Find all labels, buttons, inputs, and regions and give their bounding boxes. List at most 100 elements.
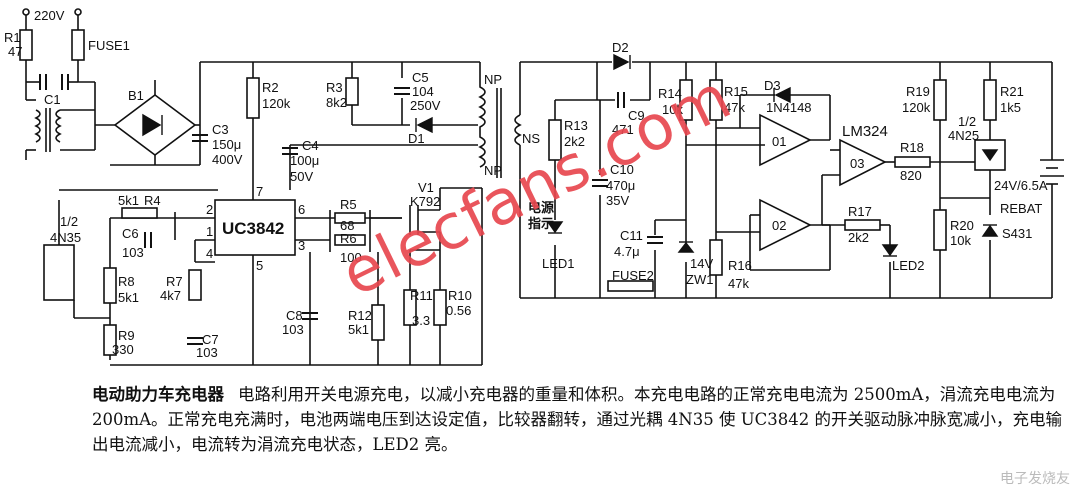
svg-text:14V: 14V <box>690 256 713 271</box>
svg-text:FUSE2: FUSE2 <box>612 268 654 283</box>
bridge-diode <box>142 113 162 137</box>
svg-text:R18: R18 <box>900 140 924 155</box>
svg-text:NP: NP <box>484 163 502 178</box>
svg-text:2k2: 2k2 <box>848 230 869 245</box>
svg-text:R8: R8 <box>118 274 135 289</box>
svg-text:50V: 50V <box>290 169 313 184</box>
svg-text:220V: 220V <box>34 8 65 23</box>
zener-zw1 <box>677 241 695 253</box>
svg-text:47: 47 <box>8 44 22 59</box>
diode-d3 <box>774 86 791 104</box>
diode-d1 <box>416 116 433 134</box>
svg-text:103: 103 <box>282 322 304 337</box>
svg-text:R2: R2 <box>262 80 279 95</box>
svg-text:100μ: 100μ <box>290 153 319 168</box>
svg-text:47k: 47k <box>724 100 745 115</box>
svg-text:5k1: 5k1 <box>348 322 369 337</box>
svg-text:120k: 120k <box>262 96 291 111</box>
svg-text:C7: C7 <box>202 332 219 347</box>
resistor-r17 <box>844 219 881 231</box>
svg-text:1k5: 1k5 <box>1000 100 1021 115</box>
svg-text:C11: C11 <box>620 228 643 243</box>
corner-mark: 电子发烧友 <box>1000 471 1070 487</box>
svg-text:5: 5 <box>256 258 263 273</box>
svg-text:4.7μ: 4.7μ <box>614 244 640 259</box>
resistor-r11 <box>403 289 417 326</box>
svg-text:R9: R9 <box>118 328 135 343</box>
svg-text:24V/6.5A: 24V/6.5A <box>994 178 1048 193</box>
svg-text:01: 01 <box>772 134 786 149</box>
caption-body: 电路利用开关电源充电，以减小充电器的重量和体积。本充电电路的正常充电电流为 25… <box>92 385 1062 454</box>
resistor-r7 <box>188 269 202 301</box>
resistor-r16 <box>709 239 723 276</box>
svg-text:R7: R7 <box>166 274 183 289</box>
regulator-s431 <box>981 224 999 237</box>
svg-text:3: 3 <box>298 238 305 253</box>
resistor-r21 <box>983 79 997 121</box>
svg-text:4N35: 4N35 <box>50 230 81 245</box>
resistor-r1 <box>19 29 33 61</box>
svg-text:2: 2 <box>206 202 213 217</box>
resistor-r9 <box>103 324 117 356</box>
svg-text:02: 02 <box>772 218 786 233</box>
resistor-r14 <box>679 79 693 121</box>
resistor-r20 <box>933 209 947 251</box>
svg-text:电源: 电源 <box>528 200 554 215</box>
labels: 220V R1 47 FUSE1 C1 B1 R2 120k R3 8k2 C5… <box>4 8 1048 360</box>
svg-text:NP: NP <box>484 72 502 87</box>
svg-text:7: 7 <box>256 184 263 199</box>
resistor-r5 <box>334 212 366 224</box>
svg-text:5k1: 5k1 <box>118 290 139 305</box>
svg-text:R20: R20 <box>950 218 974 233</box>
svg-text:R10: R10 <box>448 288 472 303</box>
svg-text:C1: C1 <box>44 92 61 107</box>
svg-text:03: 03 <box>850 156 864 171</box>
svg-text:R13: R13 <box>564 118 588 133</box>
svg-text:400V: 400V <box>212 152 243 167</box>
svg-text:100: 100 <box>340 250 362 265</box>
led-1 <box>546 221 564 234</box>
svg-text:LM324: LM324 <box>842 123 888 140</box>
diode-d2 <box>613 53 630 71</box>
svg-text:820: 820 <box>900 168 922 183</box>
resistor-r12 <box>371 304 385 341</box>
svg-text:C5: C5 <box>412 70 429 85</box>
svg-text:R12: R12 <box>348 308 372 323</box>
svg-text:R15: R15 <box>724 84 748 99</box>
svg-text:B1: B1 <box>128 88 144 103</box>
resistor-r10 <box>433 289 447 326</box>
resistor-r6 <box>334 234 366 246</box>
svg-text:LED2: LED2 <box>892 258 925 273</box>
svg-text:1: 1 <box>206 224 213 239</box>
circuit-schematic: 220V R1 47 FUSE1 C1 B1 R2 120k R3 8k2 C5… <box>4 8 1064 366</box>
svg-text:C10: C10 <box>610 162 634 177</box>
svg-text:3.3: 3.3 <box>412 313 430 328</box>
svg-text:104: 104 <box>412 84 434 99</box>
resistor-r18 <box>894 156 931 168</box>
svg-text:120k: 120k <box>902 100 931 115</box>
svg-text:R6: R6 <box>340 231 357 246</box>
svg-text:R16: R16 <box>728 258 752 273</box>
svg-text:150μ: 150μ <box>212 137 241 152</box>
led-2 <box>881 244 899 257</box>
svg-text:D2: D2 <box>612 40 629 55</box>
components <box>19 29 997 356</box>
ic-uc3842: UC3842 <box>222 219 284 238</box>
svg-text:C3: C3 <box>212 122 229 137</box>
svg-text:1/2: 1/2 <box>958 114 976 129</box>
wires <box>22 8 1064 366</box>
diodes <box>142 53 999 257</box>
svg-text:R11: R11 <box>410 288 433 303</box>
svg-text:K792: K792 <box>410 194 440 209</box>
caption: 电动助力车充电器电路利用开关电源充电，以减小充电器的重量和体积。本充电电路的正常… <box>92 382 1067 457</box>
svg-text:R21: R21 <box>1000 84 1024 99</box>
svg-text:R4: R4 <box>144 193 161 208</box>
svg-text:R5: R5 <box>340 197 357 212</box>
svg-text:REBAT: REBAT <box>1000 201 1042 216</box>
resistor-r19 <box>933 79 947 121</box>
svg-text:4: 4 <box>206 246 213 261</box>
svg-text:C4: C4 <box>302 138 319 153</box>
svg-text:0.56: 0.56 <box>446 303 471 318</box>
svg-text:4N25: 4N25 <box>948 128 979 143</box>
fuse-1 <box>71 29 85 61</box>
